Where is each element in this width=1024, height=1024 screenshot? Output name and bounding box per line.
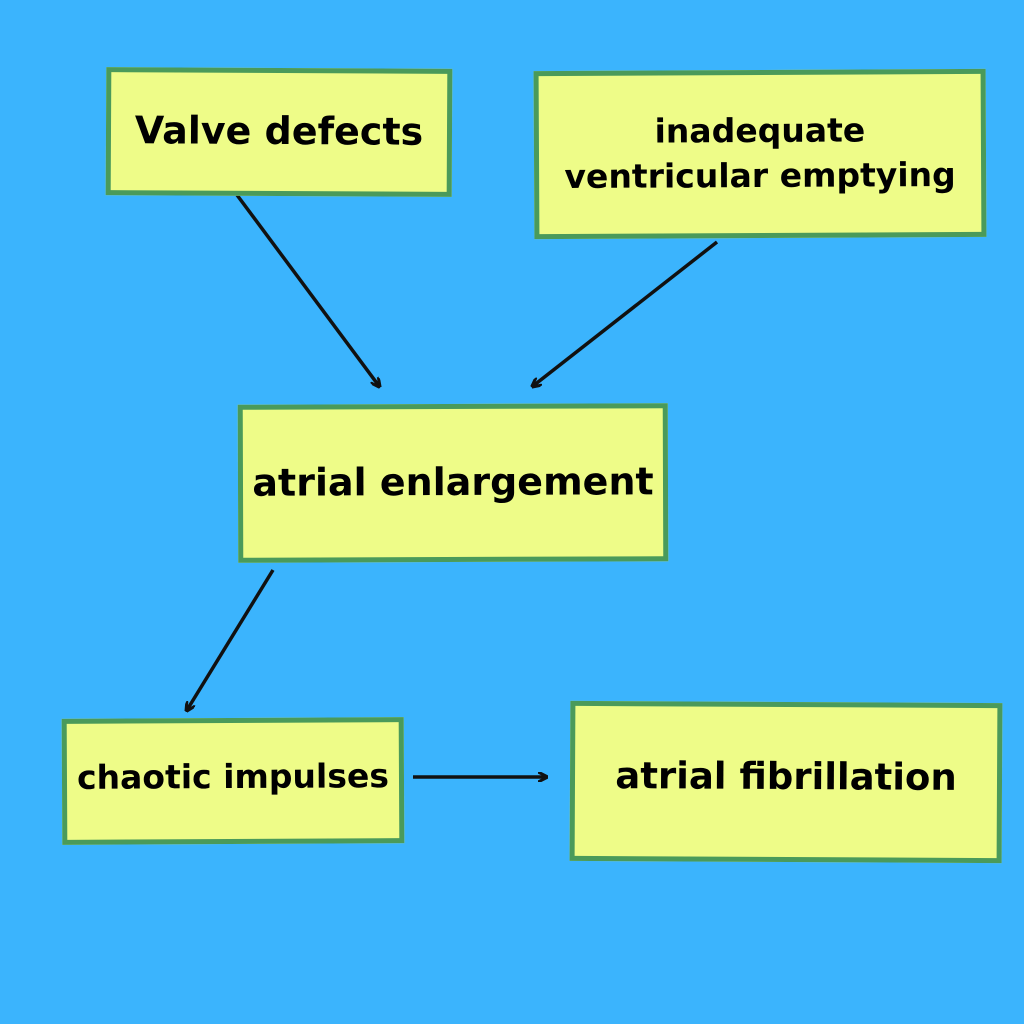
node-valve-defects: Valve defects <box>105 67 453 197</box>
arrow-inadequate-to-enlargement <box>533 240 719 386</box>
arrow-enlargement-to-chaotic <box>187 569 275 710</box>
node-inadequate-ventricular-emptying: inadequate ventricular emptying <box>533 68 987 240</box>
arrow-valve-to-enlargement <box>235 193 379 386</box>
node-atrial-enlargement: atrial enlargement <box>237 403 669 563</box>
node-label: Valve defects <box>134 108 424 155</box>
node-chaotic-impulses: chaotic impulses <box>61 717 405 845</box>
node-label: atrial fibrillation <box>615 754 957 799</box>
node-label-line2: ventricular emptying <box>564 154 956 197</box>
node-atrial-fibrillation: atrial fibrillation <box>569 700 1003 864</box>
node-label: atrial enlargement <box>252 459 654 506</box>
node-label: chaotic impulses <box>76 755 390 797</box>
node-label-line1: inadequate <box>654 110 866 152</box>
